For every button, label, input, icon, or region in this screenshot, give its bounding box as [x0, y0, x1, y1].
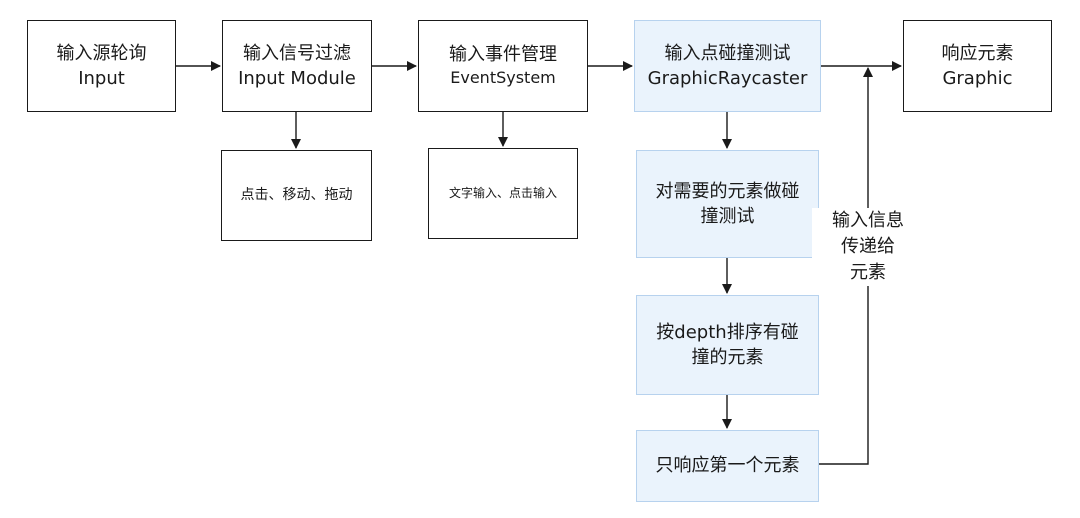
- node-collision-test: 对需要的元素做碰 撞测试: [636, 150, 819, 258]
- edge-label-pass-info: 输入信息 传递给 元素: [812, 208, 924, 287]
- edge-first-to-response: [819, 67, 873, 465]
- node-input-source-title: 输入源轮询: [56, 42, 147, 64]
- node-depth-sort-line1: 按depth排序有碰: [656, 321, 799, 343]
- edge-label-line1: 输入信息: [832, 210, 904, 231]
- node-input-filter-subtitle: Input Module: [238, 68, 356, 89]
- node-first-only-text: 只响应第一个元素: [655, 455, 800, 477]
- node-raycast-test: 输入点碰撞测试 GraphicRaycaster: [634, 20, 821, 112]
- node-filter-detail-text: 点击、移动、拖动: [240, 186, 353, 203]
- node-event-management-title: 输入事件管理: [449, 44, 557, 66]
- node-input-source: 输入源轮询 Input: [27, 20, 176, 112]
- node-collision-test-line2: 撞测试: [700, 206, 755, 227]
- node-input-filter: 输入信号过滤 Input Module: [222, 20, 372, 112]
- node-depth-sort-line2: 撞的元素: [691, 347, 764, 368]
- node-event-detail: 文字输入、点击输入: [428, 148, 578, 239]
- node-raycast-test-subtitle: GraphicRaycaster: [647, 68, 808, 89]
- node-input-source-subtitle: Input: [78, 68, 125, 89]
- node-raycast-test-title: 输入点碰撞测试: [664, 42, 791, 64]
- edge-label-line3: 元素: [850, 262, 886, 284]
- node-depth-sort: 按depth排序有碰 撞的元素: [636, 295, 819, 395]
- node-input-filter-title: 输入信号过滤: [243, 42, 351, 64]
- node-filter-detail: 点击、移动、拖动: [221, 150, 372, 241]
- node-first-only: 只响应第一个元素: [636, 430, 819, 502]
- node-response-element-title: 响应元素: [941, 42, 1014, 64]
- node-event-management-subtitle: EventSystem: [450, 68, 556, 88]
- edge-label-line2: 传递给: [841, 236, 895, 258]
- node-event-detail-text: 文字输入、点击输入: [448, 186, 557, 201]
- node-event-management: 输入事件管理 EventSystem: [418, 20, 588, 112]
- node-response-element-subtitle: Graphic: [942, 68, 1013, 89]
- node-collision-test-line1: 对需要的元素做碰: [655, 180, 800, 202]
- node-response-element: 响应元素 Graphic: [903, 20, 1052, 112]
